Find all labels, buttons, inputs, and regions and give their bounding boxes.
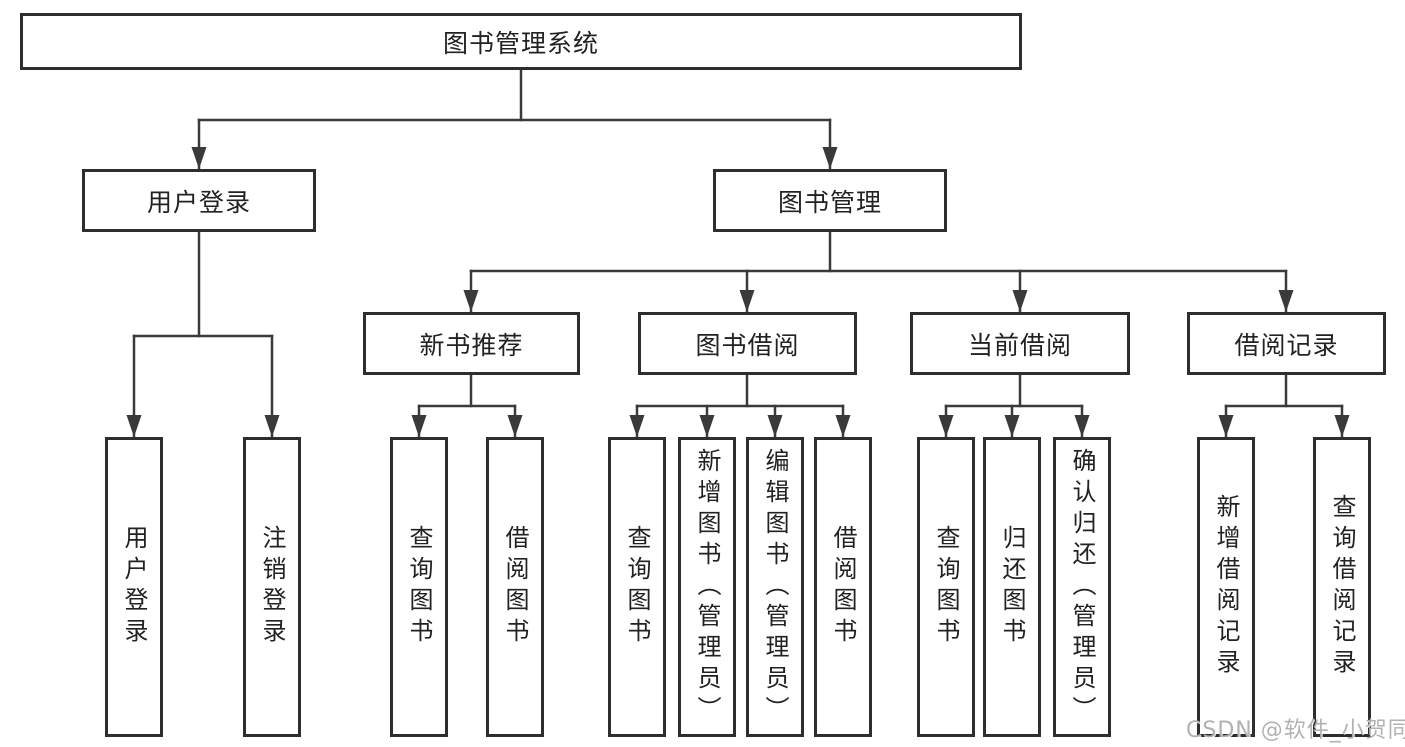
- leaf-confirm-return-admin: 确认归还（管理员）: [1053, 437, 1111, 737]
- leaf-user-login-label: 用户登录: [120, 525, 148, 649]
- leaf-logout: 注销登录: [243, 437, 301, 737]
- leaf-add-borrow-record: 新增借阅记录: [1197, 437, 1255, 737]
- leaf-confirm-return-admin-label: 确认归还（管理员）: [1068, 447, 1096, 727]
- node-book-borrow: 图书借阅: [638, 312, 857, 375]
- leaf-query-borrow-record: 查询借阅记录: [1313, 437, 1371, 737]
- leaf-query-books-3: 查询图书: [917, 437, 975, 737]
- leaf-borrow-books-label: 借阅图书: [501, 525, 529, 649]
- node-borrow-records: 借阅记录: [1187, 312, 1386, 375]
- leaf-query-books: 查询图书: [390, 437, 448, 737]
- leaf-query-books-2-label: 查询图书: [623, 525, 651, 649]
- node-book-management: 图书管理: [713, 169, 947, 232]
- leaf-query-books-label: 查询图书: [405, 525, 433, 649]
- csdn-watermark: CSDN @软件_小贺同学: [1186, 718, 1405, 743]
- leaf-borrow-books-2: 借阅图书: [814, 437, 872, 737]
- leaf-logout-label: 注销登录: [258, 525, 286, 649]
- leaf-query-borrow-record-label: 查询借阅记录: [1328, 494, 1356, 680]
- leaf-user-login: 用户登录: [105, 437, 163, 737]
- leaf-add-borrow-record-label: 新增借阅记录: [1212, 494, 1240, 680]
- leaf-add-book-admin-label: 新增图书（管理员）: [693, 447, 721, 727]
- leaf-edit-book-admin: 编辑图书（管理员）: [746, 437, 804, 737]
- leaf-query-books-3-label: 查询图书: [932, 525, 960, 649]
- leaf-edit-book-admin-label: 编辑图书（管理员）: [761, 447, 789, 727]
- node-new-book-recommend: 新书推荐: [363, 312, 580, 375]
- leaf-add-book-admin: 新增图书（管理员）: [678, 437, 736, 737]
- node-user-login: 用户登录: [82, 169, 316, 232]
- node-current-borrow: 当前借阅: [910, 312, 1130, 375]
- leaf-return-books-label: 归还图书: [998, 525, 1026, 649]
- leaf-borrow-books-2-label: 借阅图书: [829, 525, 857, 649]
- node-library-management-system: 图书管理系统: [20, 13, 1022, 70]
- leaf-borrow-books: 借阅图书: [486, 437, 544, 737]
- leaf-return-books: 归还图书: [983, 437, 1041, 737]
- leaf-query-books-2: 查询图书: [608, 437, 666, 737]
